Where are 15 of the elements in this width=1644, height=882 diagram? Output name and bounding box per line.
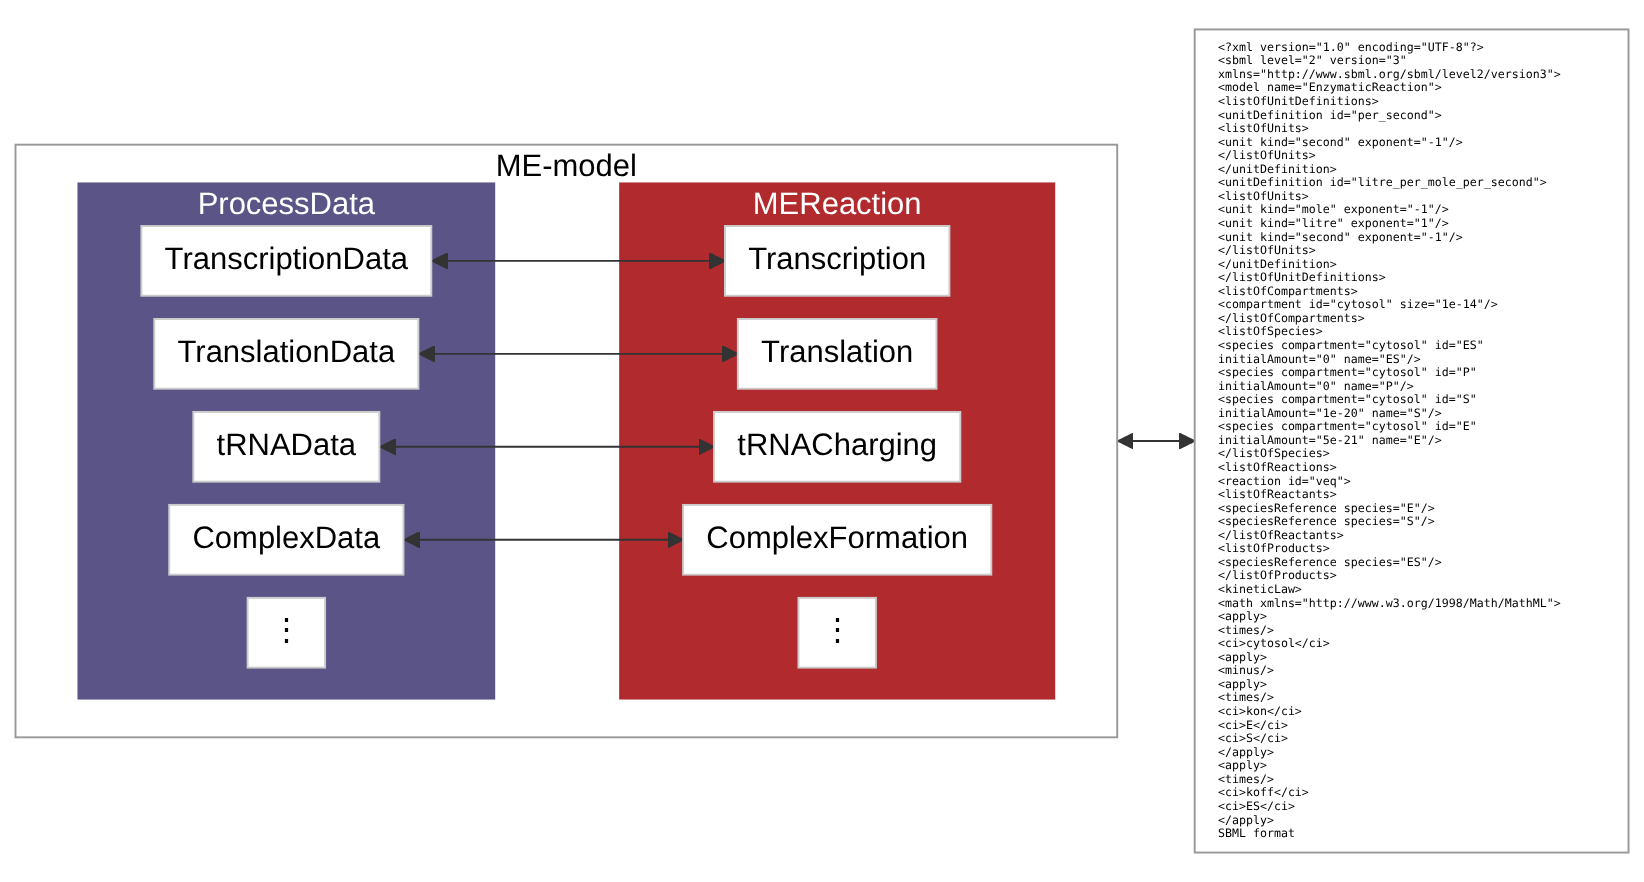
node-box: TranslationData bbox=[153, 318, 420, 390]
arrow bbox=[418, 345, 739, 363]
arrow bbox=[1117, 432, 1196, 450]
arrow bbox=[379, 438, 715, 456]
node-box: ⋮ bbox=[246, 596, 327, 669]
node-box: tRNACharging bbox=[713, 410, 962, 483]
arrow bbox=[403, 531, 684, 549]
node-box: ⋮ bbox=[797, 596, 877, 669]
node-box: ComplexFormation bbox=[682, 503, 993, 576]
node-box: Translation bbox=[736, 318, 938, 390]
node-box: tRNAData bbox=[192, 410, 381, 483]
node-box: ComplexData bbox=[168, 503, 405, 576]
node-box: TranscriptionData bbox=[140, 225, 433, 297]
arrow bbox=[431, 252, 726, 270]
node-box: Transcription bbox=[724, 225, 951, 297]
